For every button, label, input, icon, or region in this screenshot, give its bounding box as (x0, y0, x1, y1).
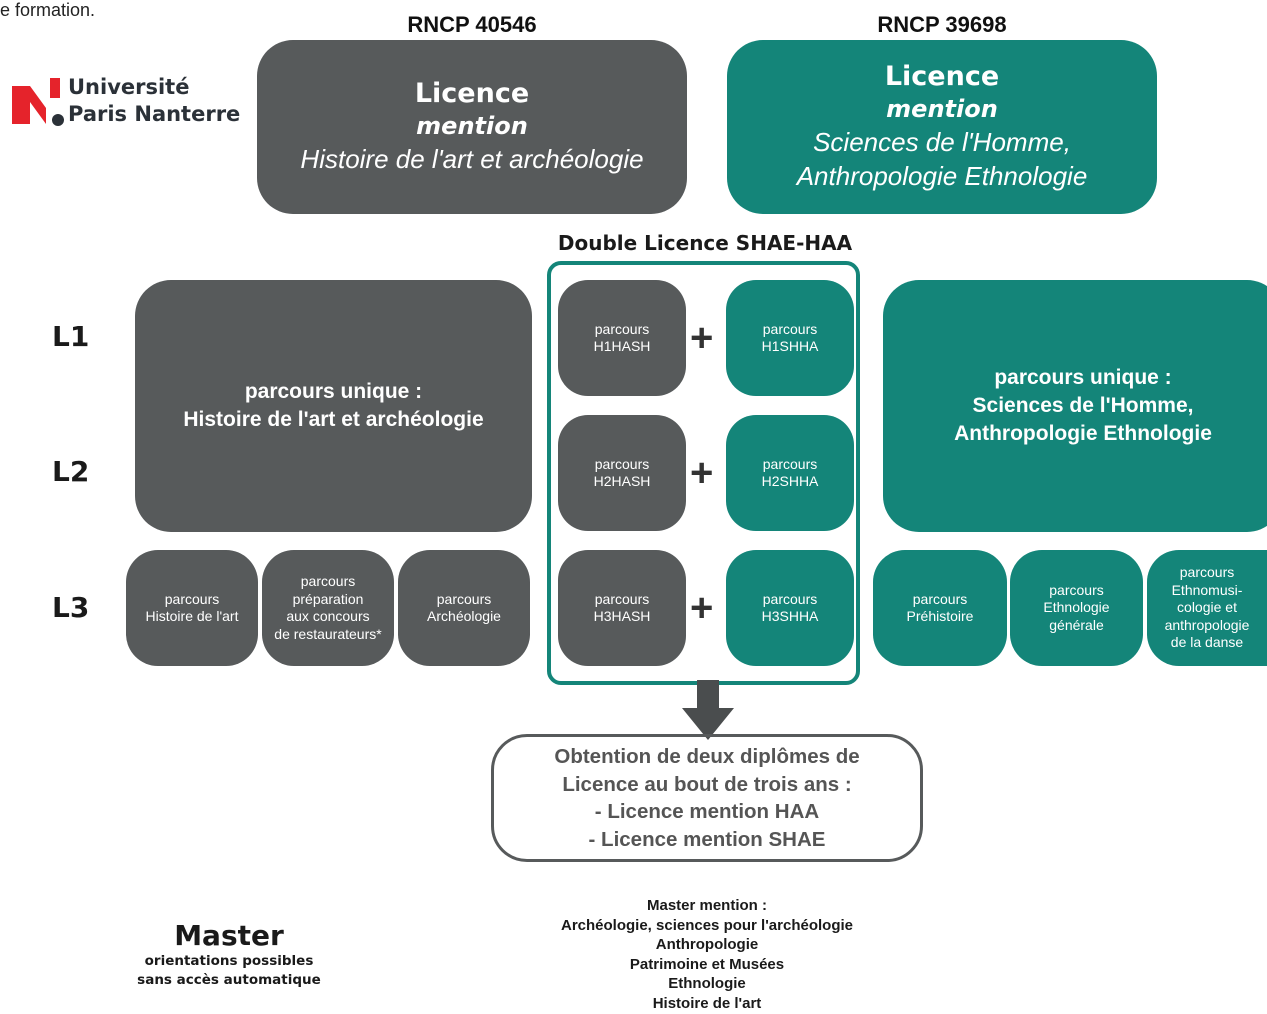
parcours-name-2: aux concours (286, 608, 370, 624)
parcours-archeologie: parcours Archéologie (398, 550, 530, 666)
outcome-line-3: - Licence mention HAA (594, 800, 820, 823)
parcours-label: parcours (594, 590, 650, 607)
licence-haa-mention: mention (416, 112, 528, 141)
parcours-name: Histoire de l'art (145, 608, 239, 624)
rncp-left: RNCP 40546 (407, 12, 537, 37)
parcours-label: parcours (762, 590, 818, 607)
plus-sign-3: + (690, 586, 714, 630)
parcours-name-2: générale (1049, 616, 1104, 633)
parcours-label: parcours (1049, 581, 1104, 598)
licence-shae-title: Licence (884, 61, 1000, 93)
university-logo: Université Paris Nanterre (12, 74, 242, 130)
parcours-label: parcours (300, 573, 356, 589)
parcours-unique-haa: parcours unique : Histoire de l'art et a… (135, 280, 532, 532)
licence-haa-title: Licence (414, 78, 530, 110)
parcours-code: H3HASH (593, 608, 651, 624)
master-mention-heading: Master mention : (646, 897, 767, 914)
parcours-unique-haa-line1: parcours unique : (244, 380, 423, 404)
down-arrow-icon (682, 680, 734, 740)
parcours-name-1: Ethnologie (1043, 599, 1110, 616)
licence-haa-box: Licence mention Histoire de l'art et arc… (257, 40, 687, 214)
licence-shae-mention: mention (886, 94, 998, 123)
parcours-label: parcours (594, 320, 650, 337)
level-l1: L1 (52, 320, 90, 353)
parcours-ethnologie-generale: parcours Ethnologie générale (1010, 550, 1143, 666)
master-mention-item: Archéologie, sciences pour l'archéologie (561, 916, 853, 934)
licence-shae-box: Licence mention Sciences de l'Homme, Ant… (727, 40, 1157, 214)
logo-line-1: Université (68, 75, 190, 99)
parcours-h2hash: parcours H2HASH (558, 415, 686, 531)
plus-sign-1: + (690, 316, 714, 360)
level-l3: L3 (52, 591, 90, 624)
parcours-h1hash: parcours H1HASH (558, 280, 686, 396)
parcours-name-1: préparation (292, 590, 364, 607)
parcours-label: parcours (762, 320, 818, 337)
plus-sign-2: + (690, 451, 714, 495)
rncp-right: RNCP 39698 (877, 12, 1007, 37)
master-mentions: Master mention : Archéologie, sciences p… (530, 896, 884, 1014)
level-l2: L2 (52, 455, 90, 488)
logo-line-2: Paris Nanterre (68, 102, 241, 126)
parcours-h3hash: parcours H3HASH (558, 550, 686, 666)
parcours-label: parcours (164, 590, 220, 607)
parcours-name: Archéologie (427, 608, 501, 624)
parcours-name-3: de restaurateurs* (274, 625, 382, 642)
parcours-code: H3SHHA (761, 608, 819, 624)
master-title: Master (174, 919, 284, 952)
parcours-h1shha: parcours H1SHHA (726, 280, 854, 396)
licence-shae-name-2: Anthropologie Ethnologie (796, 161, 1088, 192)
parcours-prehistoire: parcours Préhistoire (873, 550, 1007, 666)
parcours-unique-shae-line1: parcours unique : (994, 366, 1172, 390)
parcours-label: parcours (912, 590, 968, 607)
parcours-name-4: de la danse (1170, 634, 1244, 651)
parcours-preparation-restaurateurs: parcours préparation aux concours de res… (262, 550, 394, 666)
parcours-unique-shae-line2: Sciences de l'Homme, (972, 394, 1194, 418)
parcours-label: parcours (762, 455, 818, 472)
double-licence-title: Double Licence SHAE-HAA (557, 231, 853, 255)
parcours-label: parcours (594, 455, 650, 472)
intro-text-fragment: e formation. (0, 0, 96, 20)
parcours-code: H2SHHA (761, 473, 819, 489)
parcours-name-3: anthropologie (1164, 616, 1250, 633)
outcome-box: Obtention de deux diplômes de Licence au… (491, 734, 923, 862)
parcours-code: H1HASH (593, 338, 651, 354)
licence-haa-name: Histoire de l'art et archéologie (300, 144, 644, 175)
parcours-histoire-art: parcours Histoire de l'art (126, 550, 258, 666)
parcours-code: H2HASH (593, 473, 651, 489)
parcours-name-1: Ethnomusi- (1171, 581, 1243, 598)
master-line-1: orientations possibles (144, 953, 314, 969)
logo-mark-icon (12, 78, 64, 126)
parcours-code: H1SHHA (761, 338, 819, 354)
parcours-name-2: cologie et (1177, 599, 1237, 616)
master-mention-item: Histoire de l'art (652, 994, 762, 1012)
master-mention-item: Ethnologie (668, 975, 746, 993)
licence-shae-name-1: Sciences de l'Homme, (813, 127, 1071, 158)
master-mention-item: Patrimoine et Musées (629, 955, 785, 973)
master-line-2: sans accès automatique (137, 972, 321, 988)
outcome-line-2: Licence au bout de trois ans : (562, 772, 852, 796)
parcours-unique-haa-line2: Histoire de l'art et archéologie (183, 408, 484, 431)
outcome-line-4: - Licence mention SHAE (588, 827, 826, 851)
parcours-ethnomusicologie: parcours Ethnomusi- cologie et anthropol… (1147, 550, 1267, 666)
outcome-line-1: Obtention de deux diplômes de (554, 745, 860, 768)
parcours-h2shha: parcours H2SHHA (726, 415, 854, 531)
parcours-h3shha: parcours H3SHHA (726, 550, 854, 666)
parcours-name: Préhistoire (906, 608, 974, 624)
parcours-label: parcours (436, 590, 492, 607)
master-mention-item: Anthropologie (655, 936, 759, 954)
parcours-label: parcours (1179, 564, 1235, 581)
parcours-unique-shae-line3: Anthropologie Ethnologie (954, 421, 1212, 445)
master-orientations: Master orientations possibles sans accès… (120, 920, 338, 990)
parcours-unique-shae: parcours unique : Sciences de l'Homme, A… (883, 280, 1267, 532)
